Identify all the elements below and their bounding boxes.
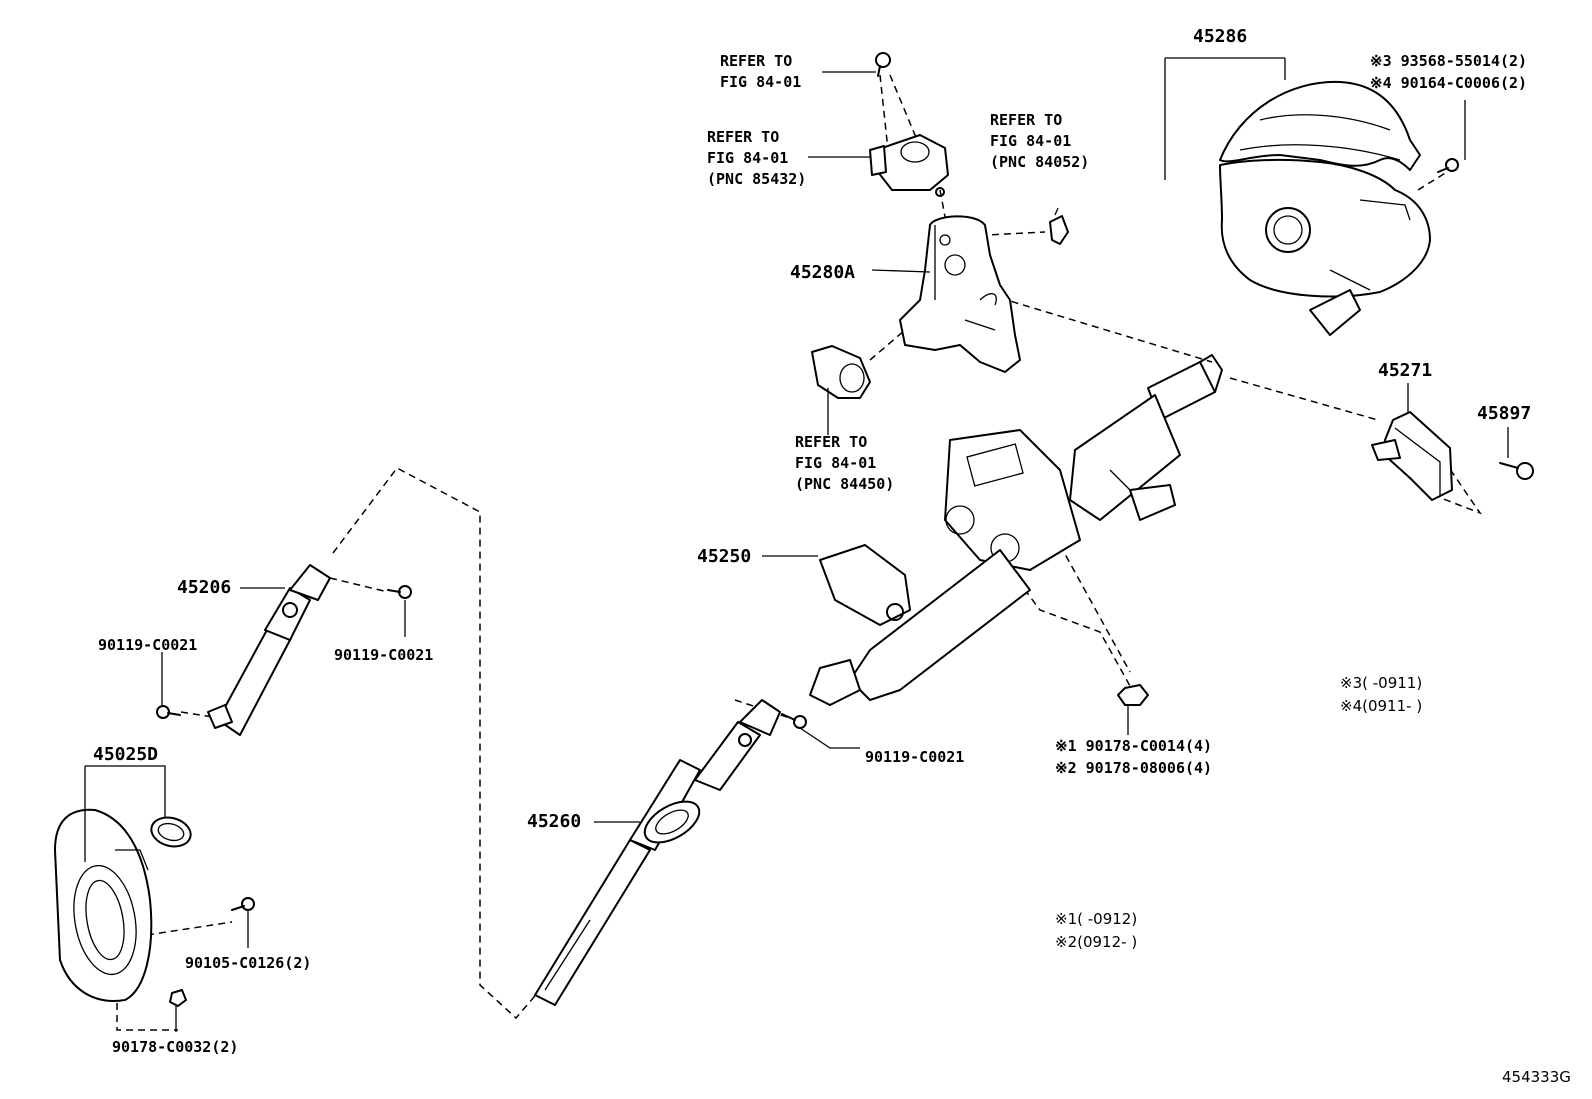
part-label-45206: 45206 [177,577,231,598]
leader-lines [84,57,1509,1032]
part-label-45271: 45271 [1378,360,1432,381]
switch-84450-drawing [811,345,871,399]
left-bolts-drawing [156,585,412,719]
refer-line: REFER TO [707,128,779,146]
refer-to-label-4: REFER TO FIG 84-01 (PNC 84450) [795,433,894,493]
column-nut-drawing [1117,684,1149,706]
note-n1: ※1( -0912) [1055,910,1137,928]
note-n4: ※4(0911- ) [1340,697,1422,715]
refer-to-label-1: REFER TO FIG 84-01 [720,52,801,91]
column-assembly-drawing [809,354,1223,706]
refer-line: REFER TO [720,52,792,70]
fastener-label-nut2: ※2 90178-08006(4) [1055,759,1212,777]
fastener-label-left-b: 90119-C0021 [334,646,433,664]
column-cover-drawing [1219,80,1431,336]
note-n3: ※3( -0911) [1340,674,1422,692]
figure-id: 454333G [1502,1068,1571,1086]
refer-to-label-3: REFER TO FIG 84-01 (PNC 84052) [990,111,1089,171]
fastener-label-boot-bolt: 90105-C0126(2) [185,954,311,972]
top-bolt-drawing [875,52,891,77]
refer-line: FIG 84-01 [707,149,788,167]
fastener-label-boot-nut: 90178-C0032(2) [112,1038,238,1056]
clip-45271-drawing [1371,411,1453,501]
part-label-45897: 45897 [1477,403,1531,424]
fastener-label-nut1: ※1 90178-C0014(4) [1055,737,1212,755]
refer-line: (PNC 85432) [707,170,806,188]
refer-line: REFER TO [990,111,1062,129]
switch-84052-drawing [1049,207,1069,245]
part-label-45260: 45260 [527,811,581,832]
refer-line: (PNC 84052) [990,153,1089,171]
part-label-45286: 45286 [1193,26,1247,47]
fastener-label-f4: ※4 90164-C0006(2) [1370,74,1527,92]
switch-85432-drawing [869,134,949,197]
shaft-45260-drawing [534,699,781,1006]
refer-line: REFER TO [795,433,867,451]
center-bolt-drawing [781,713,807,729]
refer-line: FIG 84-01 [990,132,1071,150]
refer-line: FIG 84-01 [795,454,876,472]
refer-line: FIG 84-01 [720,73,801,91]
part-label-45250: 45250 [697,546,751,567]
part-label-45280A: 45280A [790,262,855,283]
note-n2: ※2(0912- ) [1055,933,1137,951]
cover-screw-drawing [1437,158,1459,173]
fastener-label-f3: ※3 93568-55014(2) [1370,52,1527,70]
bracket-45280A-drawing [899,215,1021,373]
fastener-label-center: 90119-C0021 [865,748,964,766]
fastener-label-left-a: 90119-C0021 [98,636,197,654]
boot-fasteners-drawing [169,897,255,1007]
boot-45025D-drawing [54,808,192,1002]
refer-to-label-2: REFER TO FIG 84-01 (PNC 85432) [707,128,806,188]
refer-line: (PNC 84450) [795,475,894,493]
screw-45897-drawing [1499,462,1534,480]
joint-45206-drawing [207,564,331,736]
part-label-45025D: 45025D [93,744,158,765]
